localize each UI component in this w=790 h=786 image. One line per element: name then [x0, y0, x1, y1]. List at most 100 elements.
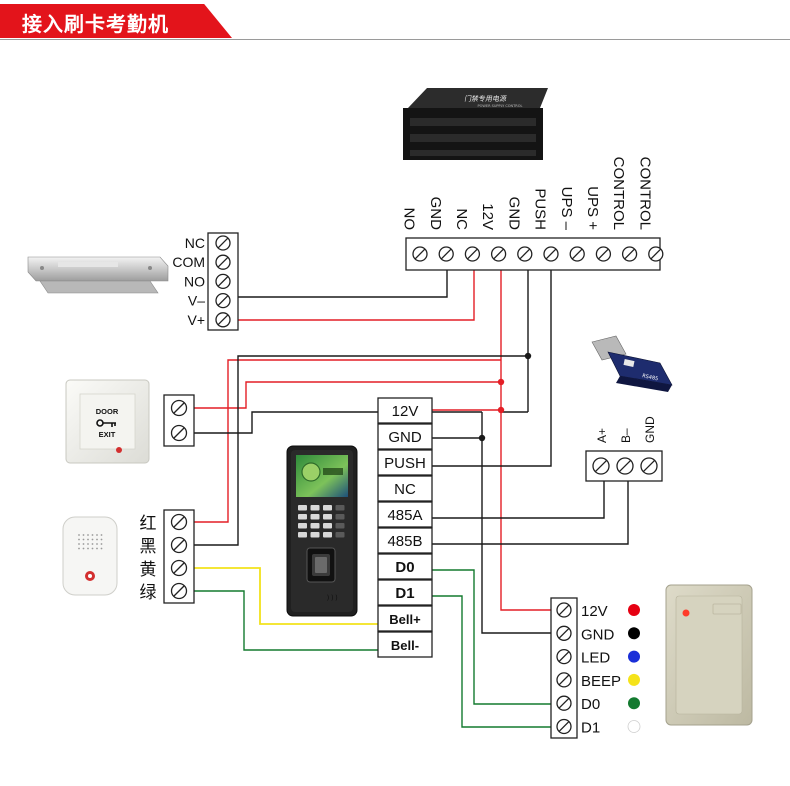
- keypad-key: [323, 523, 332, 529]
- screw-terminal-icon: [592, 457, 610, 475]
- screw-terminal-icon: [215, 312, 231, 328]
- wire-color-dot: [628, 697, 640, 710]
- terminal-pin-label: GND: [388, 429, 422, 446]
- rs485-converter: RS485: [591, 335, 673, 392]
- screw-terminal-icon: [170, 399, 188, 417]
- speaker-grille-icon: [78, 534, 103, 550]
- power-supply-terminal-label: UPS +: [584, 186, 601, 230]
- doorbell-wire-label: 黑: [140, 537, 157, 556]
- keypad-key: [323, 532, 332, 538]
- screw-terminal-icon: [569, 246, 585, 262]
- screw-terminal-icon: [170, 559, 188, 577]
- wire-color-dot: [627, 720, 641, 733]
- screw-terminal-icon: [616, 457, 634, 475]
- wire-lock-positive: [227, 266, 475, 321]
- terminal-pin-box: [377, 527, 433, 554]
- reader-pin-label: D0: [581, 696, 600, 713]
- keypad: [298, 505, 345, 538]
- wire-d0: [432, 569, 555, 705]
- wire-color-dot: [628, 650, 640, 663]
- screw-terminal-icon: [170, 536, 188, 554]
- screw-terminal-icon: [215, 273, 231, 290]
- screw-terminal-icon: [556, 625, 572, 641]
- lock-terminal-block: [207, 232, 239, 331]
- keypad-key: [335, 532, 345, 538]
- screw-terminal-icon: [170, 424, 188, 442]
- terminal-pin-label: NC: [394, 481, 416, 498]
- power-supply: 门禁专用电源 POWER SUPPLY CONTROL: [403, 88, 548, 160]
- screw-terminal-icon: [215, 292, 231, 309]
- keypad-key: [310, 505, 320, 511]
- terminal-pin-box: [377, 605, 433, 632]
- converter-terminal-label: B–: [619, 428, 633, 443]
- power-supply-label: 门禁专用电源: [464, 94, 508, 103]
- screw-terminal-icon: [215, 254, 231, 270]
- terminal-pin-label: D0: [395, 559, 414, 576]
- keypad-key: [323, 505, 332, 511]
- doorbell-wire-label: 黄: [140, 560, 157, 579]
- screw-terminal-icon: [490, 246, 507, 262]
- title-rule: [228, 39, 790, 40]
- power-supply-terminal-label: PUSH: [532, 188, 549, 230]
- wire-exit-gnd: [188, 411, 528, 434]
- wire-color-dot: [628, 604, 640, 616]
- terminal-pin-box: [377, 553, 433, 580]
- screw-terminal-icon: [170, 513, 188, 531]
- screw-terminal-icon: [556, 648, 572, 665]
- reader-pin-label: BEEP: [581, 673, 621, 690]
- terminal-pin-box: [377, 449, 433, 476]
- power-supply-terminal-label: NO: [401, 208, 418, 231]
- wire-bell-yellow: [188, 567, 378, 625]
- keypad-key: [335, 514, 345, 520]
- keypad-key: [310, 532, 320, 538]
- terminal-pin-box: [377, 397, 433, 424]
- power-supply-terminal-label: 12V: [479, 203, 496, 230]
- screw-terminal-icon: [621, 246, 638, 262]
- screw-terminal-icon: [556, 718, 572, 735]
- doorbell-terminal-block: [163, 509, 195, 604]
- title-underline: [0, 39, 232, 40]
- screw-terminal-icon: [543, 246, 559, 262]
- screw-terminal-icon: [648, 246, 664, 262]
- terminal-pin-label: Bell+: [389, 612, 421, 627]
- reader-pin-label: D1: [581, 720, 600, 737]
- power-supply-terminal-label: UPS –: [558, 187, 575, 231]
- screw-terminal-icon: [517, 246, 533, 262]
- terminal-pin-box: [377, 423, 433, 450]
- wire-push: [432, 266, 552, 467]
- wire-d1: [432, 595, 555, 728]
- junction-dot: [497, 406, 505, 414]
- terminal-pin-box: [377, 579, 433, 606]
- screw-terminal-icon: [215, 235, 231, 251]
- title-bar: 接入刷卡考勤机: [0, 0, 790, 40]
- screw-terminal-icon: [438, 246, 454, 262]
- wire-485b: [432, 476, 629, 545]
- exit-button-line2: EXIT: [99, 430, 116, 439]
- terminal-pin-label: 485B: [387, 533, 422, 550]
- reader-terminal-block: [550, 597, 578, 739]
- power-supply-terminal-label: CONTROL: [636, 157, 653, 230]
- converter-terminal-label: A+: [595, 428, 609, 443]
- lock-terminal-label: V–: [188, 293, 205, 309]
- reader-pin-label: LED: [581, 650, 610, 667]
- converter-terminal-labels: A+B–GND: [595, 416, 657, 443]
- wire-terminal-gnd: [432, 437, 555, 634]
- lock-terminal-label: NC: [185, 235, 205, 251]
- lock-terminal-label: COM: [172, 254, 205, 270]
- reader-pin-label: 12V: [581, 603, 608, 620]
- wire-485a: [432, 476, 605, 519]
- page-title: 接入刷卡考勤机: [22, 12, 169, 36]
- attendance-terminal: ))): [286, 445, 358, 617]
- converter-label: RS485: [642, 373, 659, 382]
- terminal-pin-box: [377, 501, 433, 528]
- terminal-pin-label: PUSH: [384, 455, 426, 472]
- keypad-key: [298, 505, 307, 511]
- wire-bell-black: [188, 355, 528, 546]
- key-icon: [96, 419, 116, 427]
- exit-button: DOOR EXIT: [65, 379, 150, 464]
